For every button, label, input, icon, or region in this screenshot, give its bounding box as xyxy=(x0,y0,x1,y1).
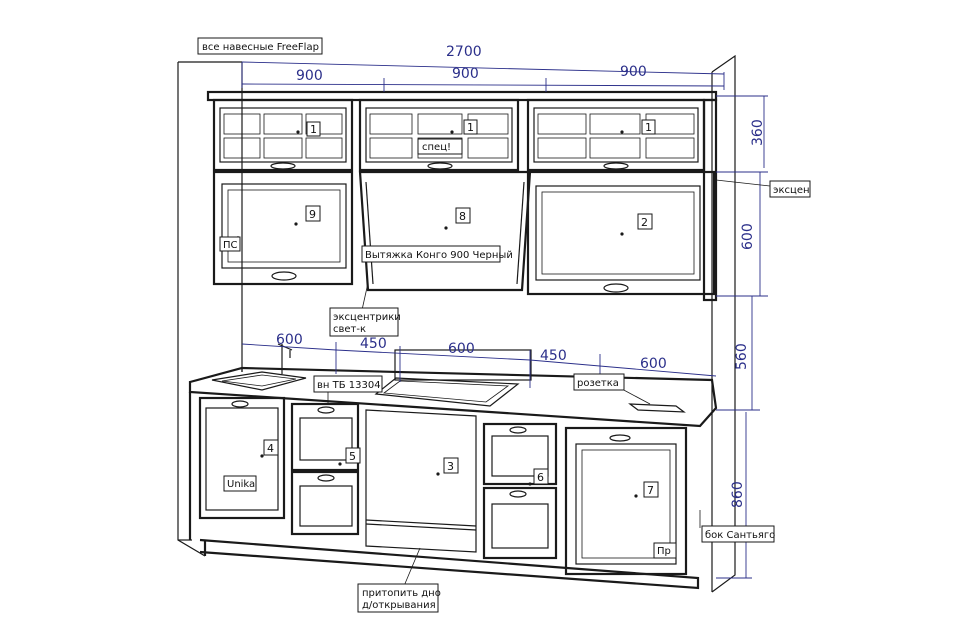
dim-base-right: 600 xyxy=(640,356,667,372)
dim-height-top: 360 xyxy=(750,119,766,146)
base-carcass xyxy=(188,392,700,590)
dim-overall-width: 2700 xyxy=(446,44,482,60)
hood-cabinet xyxy=(358,170,532,292)
svg-text:1: 1 xyxy=(467,121,474,134)
backsplash-panel xyxy=(394,349,532,381)
dim-base-horizontal xyxy=(241,342,717,388)
svg-text:розетка: розетка xyxy=(577,378,619,389)
svg-text:8: 8 xyxy=(459,210,466,223)
module-tag-mid-right: 2 xyxy=(620,213,653,236)
svg-text:3: 3 xyxy=(447,460,454,473)
sink xyxy=(211,371,307,391)
svg-text:свет-к: свет-к xyxy=(333,324,366,335)
mid-cabinet-left xyxy=(212,170,354,286)
module-tag-upper-left: 1 xyxy=(296,121,321,137)
dim-top-right: 900 xyxy=(620,64,647,80)
upper-cabinet-middle xyxy=(358,98,520,172)
svg-text:бок Сантьяго: бок Сантьяго xyxy=(705,530,775,541)
hob xyxy=(374,377,520,407)
base-drawers-left xyxy=(290,402,360,536)
svg-text:все навесные FreeFlap: все навесные FreeFlap xyxy=(202,42,319,53)
svg-text:7: 7 xyxy=(647,484,654,497)
module-tag-base-right: 7 xyxy=(634,481,659,498)
dim-base-sink: 600 xyxy=(276,332,303,348)
svg-text:9: 9 xyxy=(309,208,316,221)
label-spec: спец! xyxy=(417,138,463,155)
svg-text:эксцентрики: эксцентрики xyxy=(333,312,401,323)
svg-text:6: 6 xyxy=(537,471,544,484)
dishwasher-panel xyxy=(365,409,477,553)
svg-text:вн ТБ 13304: вн ТБ 13304 xyxy=(317,380,381,391)
dim-base-450-right: 450 xyxy=(540,348,567,364)
svg-text:2: 2 xyxy=(641,216,648,229)
dim-right-vertical xyxy=(716,95,768,579)
module-tag-upper-middle: 1 xyxy=(450,119,478,135)
module-tag-base-drawers-left: 5 xyxy=(338,447,361,466)
label-eccentric-top: эксцен xyxy=(769,180,811,198)
label-hood: Вытяжка Конго 900 Черный xyxy=(361,245,513,263)
module-tag-base-sink: 4 xyxy=(260,439,279,458)
module-tag-upper-right: 1 xyxy=(620,119,656,135)
dim-base-450-left: 450 xyxy=(360,336,387,352)
upper-cabinet-right xyxy=(526,98,706,172)
svg-text:Unika: Unika xyxy=(227,479,255,490)
module-tag-dishwasher: 3 xyxy=(436,457,459,476)
label-bottom-note: притопить дно д/открывания xyxy=(357,583,441,613)
base-cabinet-right xyxy=(564,426,688,576)
svg-text:эксцен: эксцен xyxy=(773,185,810,196)
svg-text:Вытяжка Конго 900 Черный: Вытяжка Конго 900 Черный xyxy=(365,250,513,261)
svg-text:Пр: Пр xyxy=(657,546,671,557)
dim-base-hob: 600 xyxy=(448,341,475,357)
label-pr: Пр xyxy=(653,542,677,559)
dim-overall xyxy=(241,61,725,90)
svg-text:притопить дно: притопить дно xyxy=(362,588,441,599)
dim-top-middle: 900 xyxy=(452,66,479,82)
module-tag-base-drawers-right: 6 xyxy=(528,468,549,486)
wall-outline xyxy=(177,54,736,593)
module-tag-mid-left: 9 xyxy=(294,205,321,226)
mid-cabinet-right xyxy=(526,170,716,296)
svg-text:1: 1 xyxy=(645,121,652,134)
upper-cabinet-left xyxy=(212,98,354,172)
base-cabinet-sink xyxy=(198,396,286,520)
socket-unit xyxy=(628,403,686,413)
label-unika: Unika xyxy=(223,475,257,492)
svg-text:1: 1 xyxy=(310,123,317,136)
module-tag-hood: 8 xyxy=(444,207,471,230)
svg-text:4: 4 xyxy=(267,442,274,455)
label-eccentric-light: эксцентрики свет-к xyxy=(329,307,401,337)
label-ps: ПС xyxy=(219,236,241,252)
svg-text:5: 5 xyxy=(349,450,356,463)
svg-text:д/открывания: д/открывания xyxy=(362,600,436,611)
label-socket: розетка xyxy=(573,373,625,391)
dim-height-mid: 600 xyxy=(740,223,756,250)
dim-top-left: 900 xyxy=(296,68,323,84)
dim-top-modules xyxy=(241,78,725,92)
dim-height-base: 860 xyxy=(730,481,746,508)
svg-text:ПС: ПС xyxy=(223,240,238,251)
base-drawers-right xyxy=(482,422,558,560)
crown-cornice xyxy=(206,90,718,102)
dim-height-gap: 560 xyxy=(734,343,750,370)
label-side-santiago: бок Сантьяго xyxy=(701,525,775,543)
label-freeflap: все навесные FreeFlap xyxy=(197,37,323,55)
label-vn-tb: вн ТБ 13304 xyxy=(313,375,383,393)
svg-text:спец!: спец! xyxy=(422,142,451,153)
